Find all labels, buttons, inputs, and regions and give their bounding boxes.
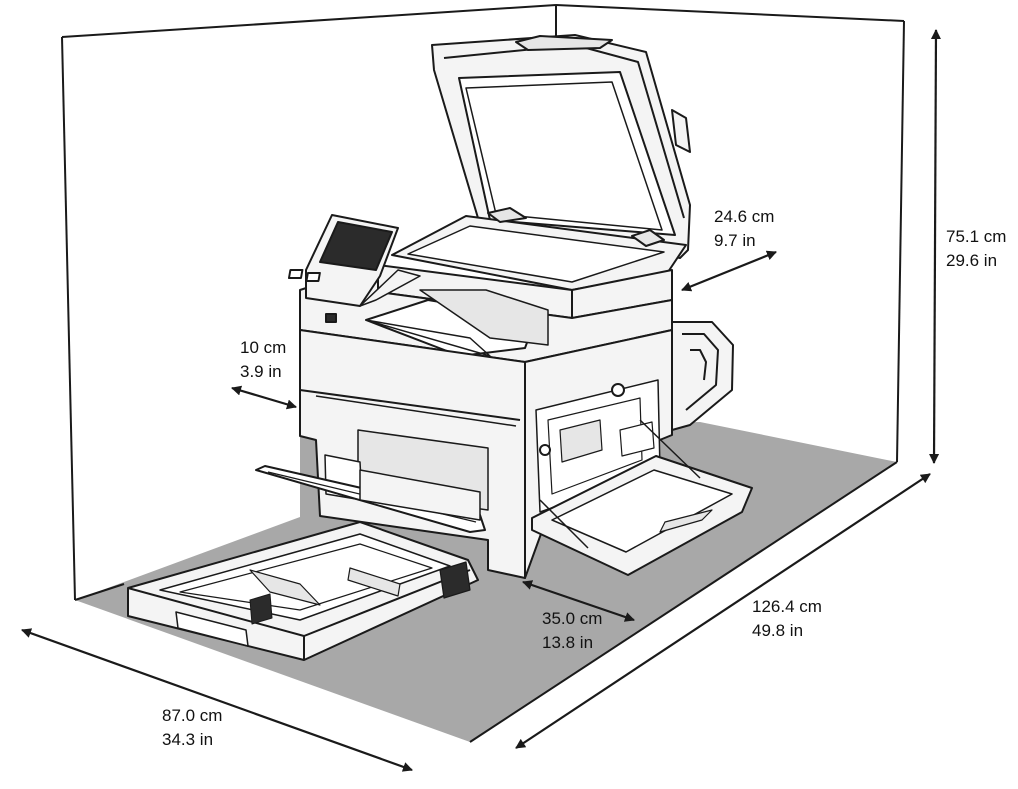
total-width-label: 87.0 cm 34.3 in bbox=[162, 704, 222, 752]
height-cm: 75.1 cm bbox=[946, 227, 1007, 246]
left-clearance-label: 10 cm 3.9 in bbox=[240, 336, 286, 384]
dimension-arrows bbox=[21, 29, 941, 772]
height-arrow bbox=[929, 29, 941, 464]
left-clearance-arrow bbox=[231, 385, 297, 410]
total-depth-arrow bbox=[515, 473, 931, 749]
front-clearance-label: 35.0 cm 13.8 in bbox=[542, 607, 602, 655]
rear-clearance-cm: 24.6 cm bbox=[714, 207, 775, 226]
left-clearance-in: 3.9 in bbox=[240, 362, 282, 381]
side-door bbox=[671, 321, 734, 431]
rear-clearance-label: 24.6 cm 9.7 in bbox=[714, 205, 774, 253]
height-in: 29.6 in bbox=[946, 251, 998, 270]
total-width-arrow bbox=[21, 628, 413, 772]
total-width-in: 34.3 in bbox=[162, 730, 214, 749]
rear-clearance-in: 9.7 in bbox=[714, 231, 756, 250]
height-label: 75.1 cm 29.6 in bbox=[946, 225, 1006, 273]
front-clearance-in: 13.8 in bbox=[542, 633, 594, 652]
left-clearance-cm: 10 cm bbox=[240, 338, 287, 357]
total-depth-cm: 126.4 cm bbox=[752, 597, 822, 616]
total-depth-label: 126.4 cm 49.8 in bbox=[752, 595, 822, 643]
total-depth-in: 49.8 in bbox=[752, 621, 804, 640]
total-width-cm: 87.0 cm bbox=[162, 706, 223, 725]
rear-clearance-arrow bbox=[681, 250, 777, 292]
touch-screen bbox=[319, 221, 393, 271]
front-clearance-cm: 35.0 cm bbox=[542, 609, 603, 628]
